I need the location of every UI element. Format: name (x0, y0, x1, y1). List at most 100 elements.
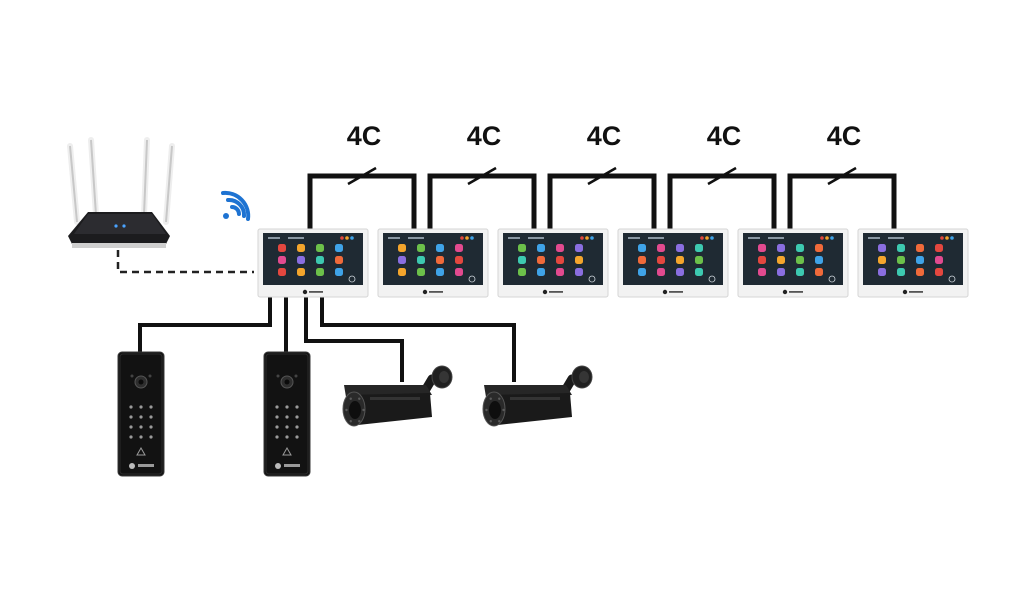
app-icon (316, 256, 324, 264)
app-icon (537, 244, 545, 252)
app-icon (417, 256, 425, 264)
brand-logo-mark (909, 291, 923, 293)
keypad-key (139, 425, 143, 429)
app-icon (556, 244, 564, 252)
camera-lens-icon (349, 401, 361, 419)
keypad-key (149, 415, 153, 419)
keypad-key (275, 405, 279, 409)
keypad-key (149, 405, 153, 409)
app-icon (398, 256, 406, 264)
monitor-link: 4C (547, 121, 657, 233)
door-station-icon (263, 351, 311, 477)
app-icon (638, 268, 646, 276)
app-icon (316, 268, 324, 276)
app-icon (297, 244, 305, 252)
brand-logo-mark (669, 291, 683, 293)
app-icon (455, 244, 463, 252)
brand-logo-icon (422, 289, 428, 295)
app-icon (335, 268, 343, 276)
app-icon (878, 256, 886, 264)
app-icon (518, 256, 526, 264)
app-icon (777, 268, 785, 276)
app-icon (436, 268, 444, 276)
app-icon-grid (518, 244, 583, 276)
cameras (342, 365, 593, 427)
home-button-icon (468, 275, 476, 283)
app-icon-grid (878, 244, 943, 276)
app-icon (758, 268, 766, 276)
cable-slash-mark (587, 166, 617, 186)
home-button-icon (588, 275, 596, 283)
status-bar (868, 236, 954, 240)
brand-logo-icon (662, 289, 668, 295)
app-icon (815, 268, 823, 276)
app-icon (278, 244, 286, 252)
app-icon (695, 244, 703, 252)
brand-logo-mark (284, 464, 300, 467)
app-icon-grid (638, 244, 703, 276)
app-icon (455, 268, 463, 276)
cctv-camera-icon (482, 365, 593, 427)
app-icon (695, 268, 703, 276)
monitor-link: 4C (787, 121, 897, 233)
app-icon (297, 256, 305, 264)
monitor-icon (737, 228, 849, 298)
keypad-key (129, 435, 133, 439)
app-icon (537, 256, 545, 264)
app-icon-grid (398, 244, 463, 276)
app-icon (657, 268, 665, 276)
app-icon (897, 256, 905, 264)
app-icon (575, 256, 583, 264)
app-icon (638, 244, 646, 252)
status-bar (628, 236, 714, 240)
app-icon (278, 256, 286, 264)
status-bar (508, 236, 594, 240)
monitor-icon (497, 228, 609, 298)
app-icon (436, 256, 444, 264)
app-icon (935, 244, 943, 252)
monitor-icon (257, 228, 369, 298)
app-icon (316, 244, 324, 252)
keypad-key (295, 405, 299, 409)
brand-logo-icon (902, 289, 908, 295)
keypad-key (295, 415, 299, 419)
wiring (138, 292, 516, 382)
app-icon (417, 244, 425, 252)
brand-logo-icon (542, 289, 548, 295)
monitors (257, 228, 969, 298)
app-icon (815, 244, 823, 252)
brand-logo-icon (782, 289, 788, 295)
cable-label-4c: 4C (587, 121, 622, 151)
app-icon (777, 256, 785, 264)
keypad (275, 405, 299, 439)
bell-icon (136, 446, 146, 456)
keypad-key (285, 435, 289, 439)
keypad-key (129, 415, 133, 419)
app-icon-grid (278, 244, 343, 276)
home-button-icon (708, 275, 716, 283)
app-icon (575, 268, 583, 276)
app-icon (796, 256, 804, 264)
status-bar (388, 236, 474, 240)
app-icon-grid (758, 244, 823, 276)
app-icon (916, 244, 924, 252)
monitor-link: 4C (307, 121, 417, 233)
keypad-key (285, 425, 289, 429)
app-icon (436, 244, 444, 252)
keypad-key (139, 405, 143, 409)
keypad-key (149, 425, 153, 429)
app-icon (278, 268, 286, 276)
cable-slash-mark (347, 166, 377, 186)
app-icon (398, 244, 406, 252)
home-button-icon (348, 275, 356, 283)
status-bar (748, 236, 834, 240)
app-icon (935, 256, 943, 264)
cable-slash-mark (707, 166, 737, 186)
keypad-key (139, 415, 143, 419)
keypad-key (129, 405, 133, 409)
app-icon (537, 268, 545, 276)
keypad-key (285, 415, 289, 419)
app-icon (676, 256, 684, 264)
